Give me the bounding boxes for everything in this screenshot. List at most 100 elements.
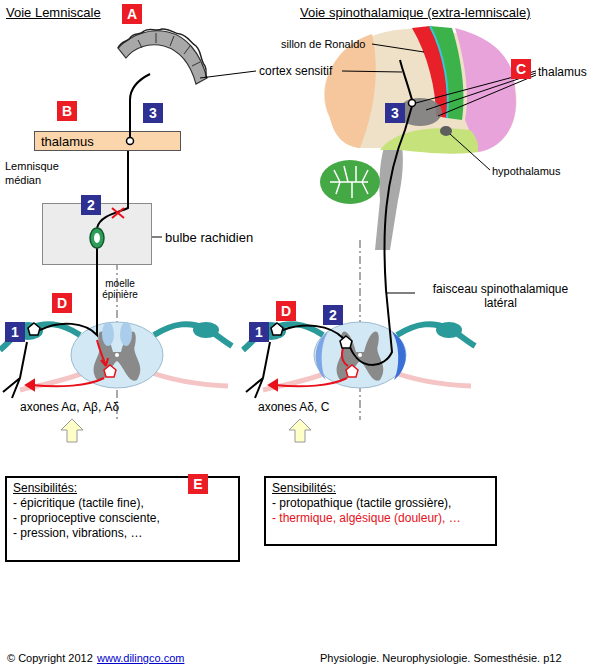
dorsal-column [120, 322, 132, 346]
motor-axon [32, 378, 104, 386]
lateral-column [316, 332, 328, 380]
cortex-sulci [138, 33, 200, 66]
leader-line [372, 44, 424, 52]
motor-axon [275, 378, 347, 386]
page-reference: Physiologie. Neurophysiologie. Somesthés… [320, 651, 562, 665]
sensitivity-box: Sensibilités:- protopathique (tactile gr… [264, 476, 497, 546]
third-neuron-axon [400, 60, 412, 100]
structure-label: faisceau spinothalamique latéral [418, 282, 583, 310]
callout-letter: E [188, 474, 208, 494]
up-arrow [61, 419, 83, 442]
temporal-lobe [380, 128, 478, 154]
cerebellum-arbor [330, 166, 368, 198]
callout-number: 1 [249, 322, 269, 342]
section-heading: Voie spinothalamique (extra-lemniscale) [300, 6, 531, 20]
callout-number: 1 [5, 322, 25, 342]
box-heading: bulbe rachidien [165, 230, 253, 245]
nucleus-cell [90, 228, 104, 248]
dorsal-root [397, 324, 475, 346]
structure-label: hypothalamus [492, 164, 561, 178]
ganglion-cell [28, 323, 40, 335]
thalamus-box: thalamus [34, 131, 181, 151]
structure-label: sillon de Ronaldo [281, 37, 365, 51]
box-text: - épicritique (tactile fine), [13, 496, 232, 511]
callout-number: 2 [81, 195, 101, 215]
cortex-drawing [118, 29, 207, 84]
synapse [127, 138, 134, 145]
leader-line [450, 134, 490, 170]
left-cord [0, 322, 232, 390]
cerebellum [320, 160, 380, 204]
second-neuron-axon [97, 203, 128, 228]
box-text: - thermique, algésique (douleur), … [272, 511, 489, 526]
box-text: - pression, vibrations, … [13, 526, 232, 541]
leader-line [438, 75, 536, 116]
motor-neuron [346, 365, 358, 377]
callout-number: 2 [323, 305, 343, 325]
fiber-label: axones Aδ, C [258, 400, 329, 414]
box-text: - proprioceptive consciente, [13, 511, 232, 526]
up-arrow [289, 419, 311, 442]
fiber-label: axones Aα, Aβ, Aδ [20, 400, 119, 414]
structure-label: thalamus [538, 65, 587, 79]
ganglion [193, 322, 219, 338]
dorsal-root [154, 324, 232, 346]
leader-line [342, 71, 402, 72]
lateral-column [392, 332, 406, 380]
decussation [112, 208, 124, 218]
callout-number: 3 [143, 103, 163, 123]
dorsal-column [102, 322, 114, 346]
reflex-arc [269, 348, 348, 390]
structure-label: Lemnisque médian [5, 159, 67, 187]
reflex-axon [342, 348, 348, 366]
spinothalamic-neurons [246, 60, 412, 398]
callout-letter: D [52, 293, 72, 313]
leader-lines [152, 44, 536, 293]
synapse [409, 100, 416, 107]
first-neuron-axon [40, 265, 97, 335]
copyright-note: © Copyright 2012 [7, 651, 93, 665]
leader-line [152, 237, 162, 238]
cortex-band [118, 31, 207, 84]
dorsal-horn-neuron [340, 336, 352, 348]
callout-letter: D [276, 301, 296, 321]
arrow-head [269, 380, 277, 390]
nucleus-cell [94, 233, 100, 243]
right-cord [243, 322, 475, 390]
link-label: www.dilingco.com [97, 651, 184, 665]
arrow-head [101, 358, 108, 366]
callout-letter: C [511, 59, 531, 79]
leader-line [200, 71, 256, 78]
callout-letter: B [57, 101, 77, 121]
callout-letter: A [122, 4, 142, 24]
box-text: - protopathique (tactile grossière), [272, 496, 489, 511]
occipital-lobe [325, 34, 376, 148]
structure-label: cortex sensitif [259, 64, 332, 78]
motor-neuron [104, 365, 116, 377]
box-heading: Sensibilités: [272, 481, 489, 496]
callout-number: 3 [385, 103, 405, 123]
second-neuron-axon [350, 106, 412, 365]
first-neuron-axon [283, 326, 343, 338]
arrow-head [26, 380, 34, 390]
peripheral-axon [3, 342, 27, 398]
cortex-gyri [118, 29, 207, 78]
leader-line [386, 293, 415, 294]
axon-connector [127, 151, 129, 203]
box-heading: thalamus [41, 134, 174, 149]
spinal-cord-section [314, 322, 406, 388]
reflex-arc [26, 340, 108, 390]
spinal-cord-section [71, 322, 163, 388]
brain-drawing [320, 26, 517, 250]
peripheral-axon [246, 342, 270, 398]
structure-label: moelle épinière [97, 278, 143, 300]
ganglion-cell [271, 323, 283, 335]
section-heading: Voie Lemniscale [6, 6, 101, 20]
first-neuron-axon [96, 248, 98, 265]
ganglion [436, 322, 462, 338]
